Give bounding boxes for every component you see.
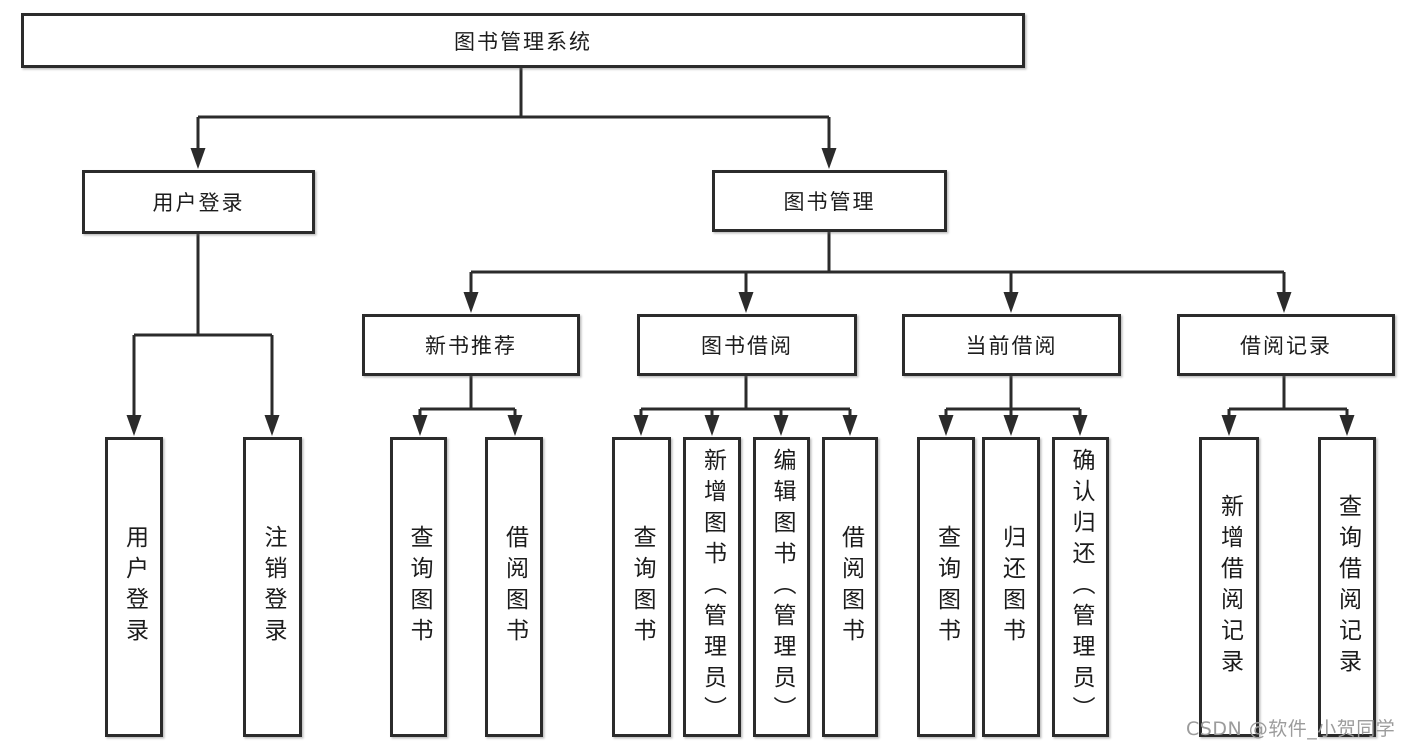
node-new-book-recommend: 新书推荐 xyxy=(362,314,580,376)
node-borrowing-records: 借阅记录 xyxy=(1177,314,1395,376)
leaf-recommend-query-books: 查询图书 xyxy=(390,437,447,737)
node-current-borrowing: 当前借阅 xyxy=(902,314,1121,376)
leaf-borrowing-borrow-books: 借阅图书 xyxy=(822,437,878,737)
leaf-confirm-return-admin: 确认归还（管理员） xyxy=(1052,437,1109,737)
leaf-add-borrow-record: 新增借阅记录 xyxy=(1199,437,1259,737)
leaf-current-query-books: 查询图书 xyxy=(917,437,975,737)
leaf-query-borrow-record: 查询借阅记录 xyxy=(1318,437,1376,737)
node-library-system: 图书管理系统 xyxy=(21,13,1025,68)
leaf-recommend-borrow-books: 借阅图书 xyxy=(485,437,543,737)
node-book-management: 图书管理 xyxy=(712,170,947,232)
leaf-add-books-admin: 新增图书（管理员） xyxy=(683,437,741,737)
leaf-user-login: 用户登录 xyxy=(105,437,163,737)
leaf-edit-books-admin: 编辑图书（管理员） xyxy=(753,437,810,737)
node-book-borrowing: 图书借阅 xyxy=(637,314,857,376)
node-user-login: 用户登录 xyxy=(82,170,315,234)
leaf-borrowing-query-books: 查询图书 xyxy=(612,437,671,737)
leaf-return-books: 归还图书 xyxy=(982,437,1040,737)
leaf-logout: 注销登录 xyxy=(243,437,302,737)
csdn-watermark: CSDN @软件_小贺同学 xyxy=(1186,718,1396,740)
